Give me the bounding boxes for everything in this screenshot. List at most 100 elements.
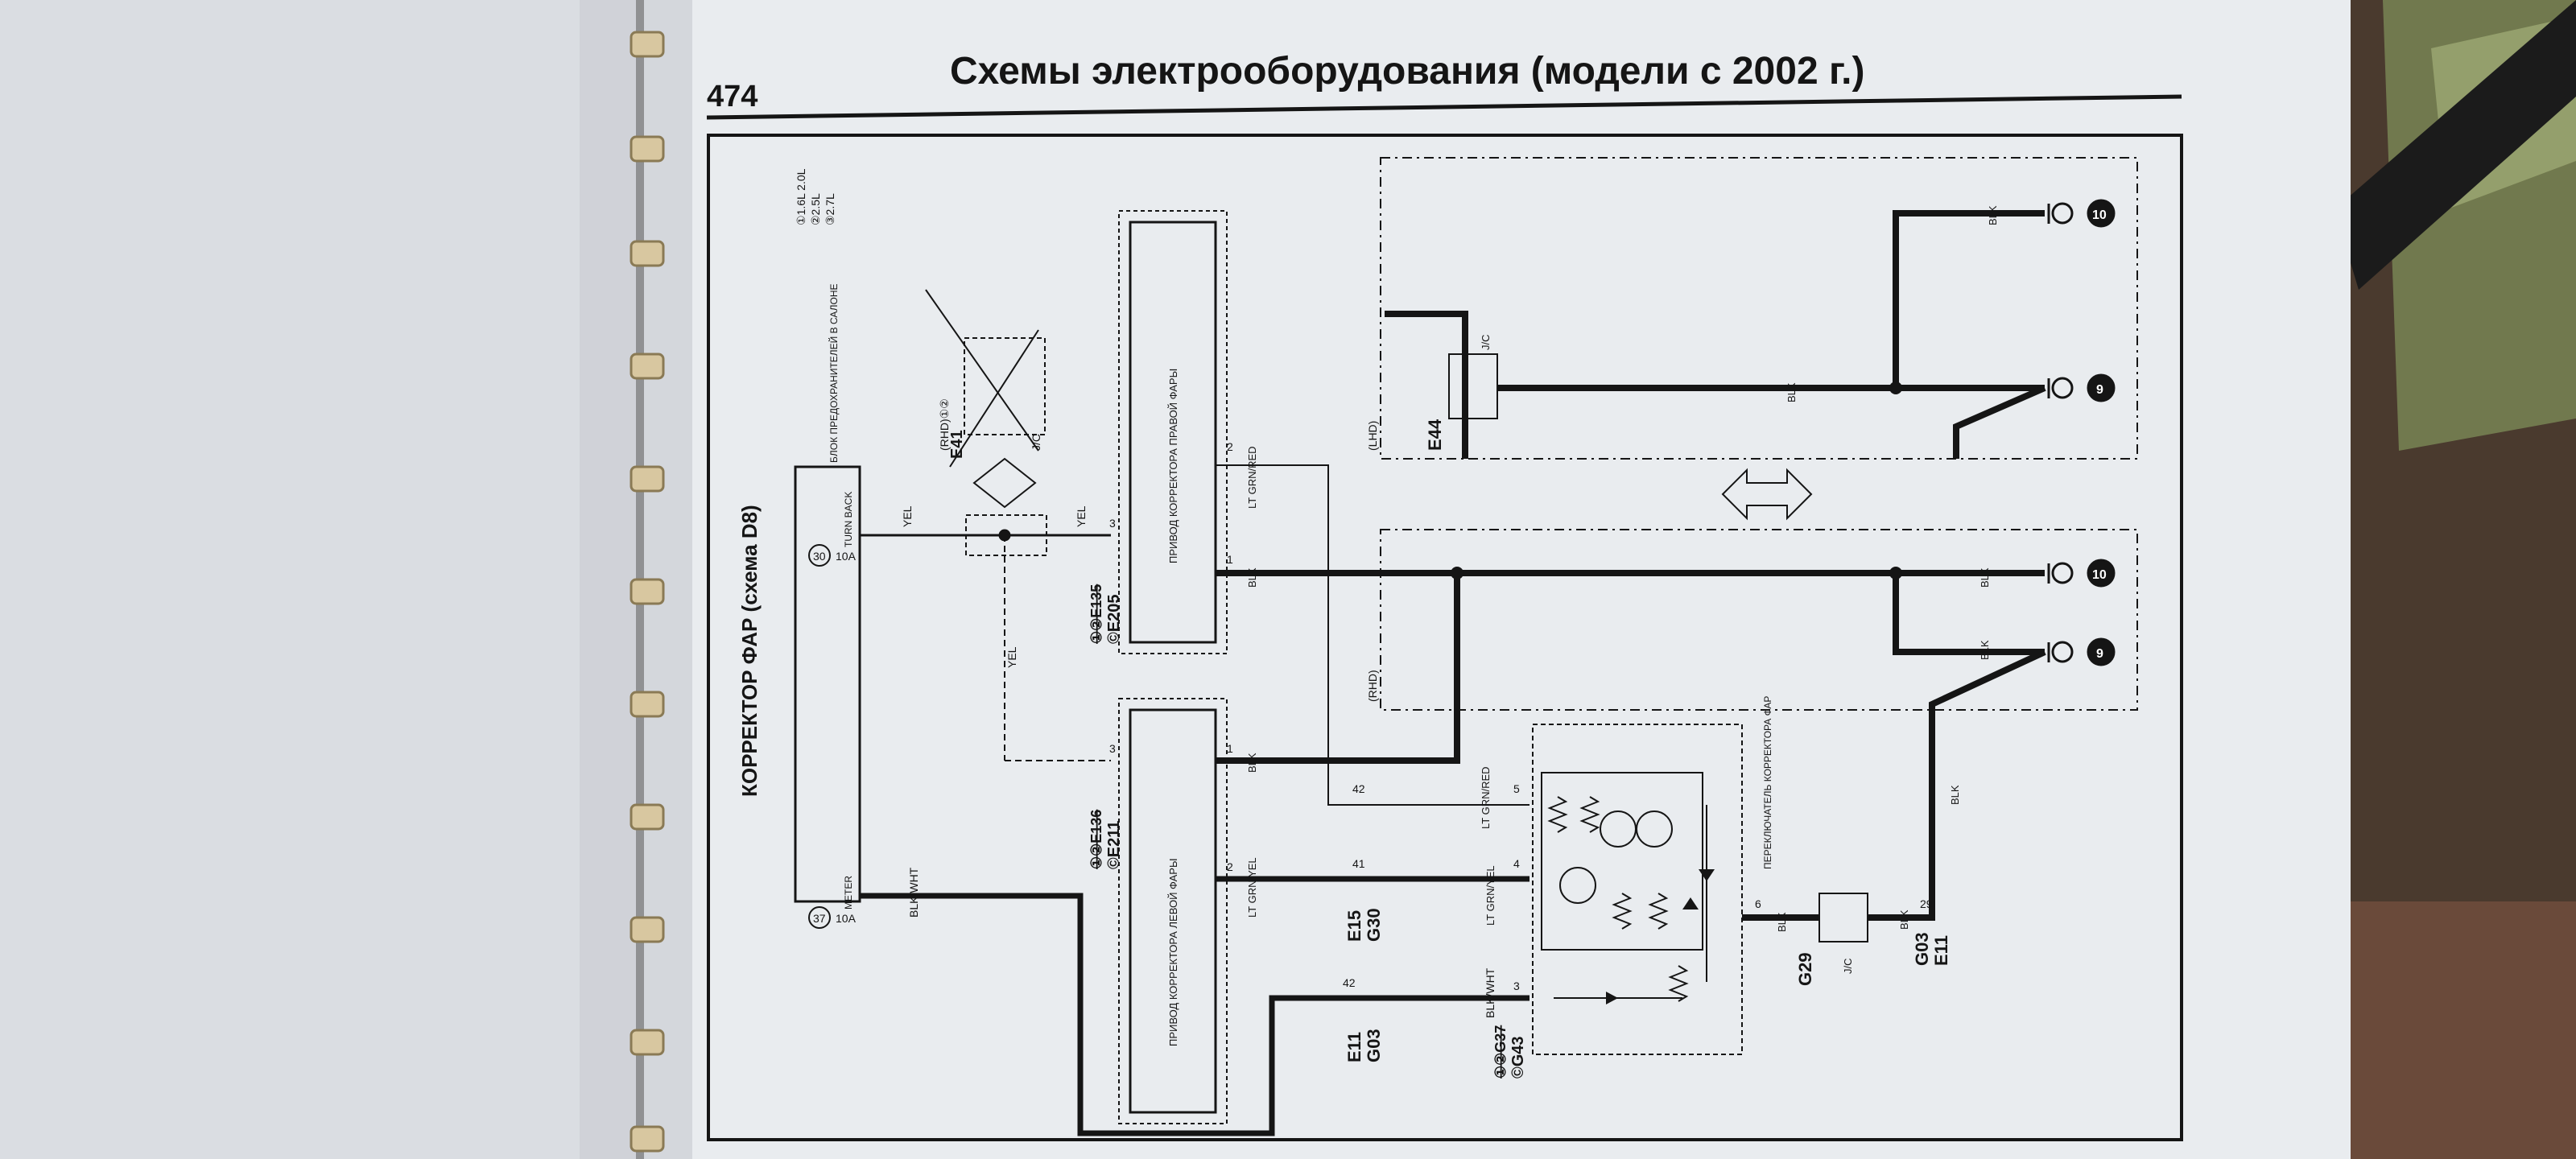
wire-label-blk-lhd-2: BLK	[1987, 205, 1999, 225]
wire-label-blk-jc: BLK	[1898, 909, 1910, 930]
wire-label-blk-2: BLK	[1246, 753, 1258, 773]
ground-lhd-10	[2047, 199, 2116, 228]
fuse-block: БЛОК ПРЕДОХРАНИТЕЛЕЙ В САЛОНЕ 30 10A TUR…	[794, 283, 861, 929]
right-page	[644, 0, 2351, 1159]
connector-g29: G29	[1795, 952, 1815, 986]
wire-label-lt-grn-yel-1: LT GRN/YEL	[1246, 857, 1258, 918]
ground-rhd-10	[2047, 559, 2116, 588]
wire-label-yel-3: YEL	[1005, 646, 1018, 668]
ground-label-rhd-10: 10	[2092, 568, 2107, 582]
connector-e211-strike: ①②E136	[1088, 810, 1104, 869]
wire-label-lt-grn-red-1: LT GRN/RED	[1246, 446, 1258, 509]
wire-label-yel-2: YEL	[1075, 505, 1088, 527]
rhd-region	[1380, 529, 2138, 711]
diagram-side-title: КОРРЕКТОР ФАР (схема D8)	[737, 505, 762, 797]
connector-rhd-a: (RHD)①②	[938, 398, 951, 451]
rhd-ground-wires	[1893, 573, 2045, 655]
pin-switch-3: 3	[1513, 980, 1520, 992]
ground-rhd-9	[2047, 637, 2116, 666]
svg-text:БЛОК ПРЕДОХРАНИТЕЛЕЙ В САЛОНЕ: БЛОК ПРЕДОХРАНИТЕЛЕЙ В САЛОНЕ	[828, 283, 840, 463]
connector-e41: E41	[948, 430, 966, 459]
svg-text:①1.6L 2.0L: ①1.6L 2.0L	[795, 168, 807, 225]
svg-text:③2.7L: ③2.7L	[824, 193, 836, 225]
page-number: 474	[707, 80, 758, 113]
wire-label-blk-rhd-2: BLK	[1979, 640, 1991, 660]
pin-29: 29	[1920, 897, 1933, 910]
wire-label-blk-vertical: BLK	[1949, 785, 1961, 805]
blk-wire-switch	[1742, 649, 2046, 921]
connector-e11-lower: E11	[1344, 1032, 1364, 1062]
pin-switch-4: 4	[1513, 857, 1520, 870]
region-label-rhd: (RHD)	[1366, 670, 1379, 702]
pin-42-lower: 42	[1343, 976, 1356, 989]
pin-e211-1: 1	[1227, 742, 1233, 755]
yel-wire	[860, 529, 1111, 761]
ground-label-rhd-9: 9	[2096, 647, 2103, 661]
wire-label-lt-grn-yel-2: LT GRN/YEL	[1484, 865, 1496, 926]
svg-text:30: 30	[813, 550, 826, 563]
svg-text:TURN BACK: TURN BACK	[843, 492, 854, 547]
blk-wht-wire	[860, 893, 1530, 1136]
svg-text:10A: 10A	[836, 550, 857, 563]
spiral-binding	[630, 31, 665, 1153]
connector-e205: ©E205	[1105, 595, 1123, 644]
engine-legend: ①1.6L 2.0L ②2.5L ③2.7L	[795, 168, 836, 225]
right-actuator-label: ПРИВОД КОРРЕКТОРА ПРАВОЙ ФАРЫ	[1167, 369, 1179, 563]
connector-e15: E15	[1344, 910, 1364, 942]
jc-e44	[1448, 353, 1498, 419]
connector-g30: G30	[1364, 908, 1384, 942]
wire-label-blk-rhd-1: BLK	[1979, 567, 1991, 588]
wire-label-yel-1: YEL	[901, 505, 914, 527]
ground-label-lhd-10: 10	[2092, 208, 2107, 222]
connector-jc-e44: J/C	[1480, 335, 1492, 351]
wire-label-blk-wht-1: BLK/WHT	[907, 867, 920, 918]
connector-e44: E44	[1425, 419, 1445, 451]
pin-e205-1: 1	[1227, 553, 1233, 566]
page-title: Схемы электрооборудования (модели с 2002…	[950, 50, 1864, 93]
connector-g43: ©G43	[1509, 1036, 1527, 1079]
switch-label: ПЕРЕКЛЮЧАТЕЛЬ КОРРЕКТОРА ФАР	[1762, 696, 1773, 869]
connector-e211: ©E211	[1105, 821, 1123, 869]
pin-41: 41	[1352, 857, 1365, 870]
pin-e205-2: 2	[1227, 440, 1233, 453]
svg-text:②2.5L: ②2.5L	[809, 193, 822, 225]
lhd-region	[1380, 157, 2138, 460]
pin-e211-3: 3	[1109, 742, 1116, 755]
blk-wires-actuators	[1216, 570, 2045, 764]
swap-arrow	[1721, 468, 1813, 521]
wire-label-lt-grn-red-2: LT GRN/RED	[1480, 766, 1492, 829]
lhd-wires	[1385, 210, 2046, 459]
left-actuator-label: ПРИВОД КОРРЕКТОРА ЛЕВОЙ ФАРЫ	[1167, 859, 1179, 1046]
connector-g43-strike: ①②G37	[1492, 1025, 1509, 1079]
jc-g29	[1818, 893, 1868, 942]
wire-label-blk-switch: BLK	[1776, 912, 1788, 932]
svg-text:37: 37	[813, 912, 826, 925]
connector-e11-upper: E11	[1931, 935, 1951, 966]
left-actuator	[1129, 708, 1217, 1114]
connector-g03-upper: G03	[1912, 932, 1932, 966]
ground-label-lhd-9: 9	[2096, 383, 2103, 397]
connector-jc-g29: J/C	[1842, 959, 1854, 975]
svg-text:10A: 10A	[836, 912, 857, 925]
right-actuator	[1129, 221, 1217, 644]
lt-grn-red-wire	[1216, 464, 1530, 806]
svg-text:METER: METER	[843, 876, 854, 909]
connector-g03-lower: G03	[1364, 1029, 1384, 1062]
region-label-lhd: (LHD)	[1366, 421, 1379, 451]
wire-label-blk-wht-2: BLK/WHT	[1484, 967, 1496, 1018]
pin-42-upper: 42	[1352, 782, 1365, 795]
left-page	[0, 0, 636, 1159]
wire-label-blk-1: BLK	[1246, 567, 1258, 588]
wire-label-blk-lhd-1: BLK	[1785, 382, 1798, 402]
pin-switch-5: 5	[1513, 782, 1520, 795]
pin-e205-3: 3	[1109, 517, 1116, 530]
diagram-frame	[707, 134, 2183, 1141]
pin-e211-2: 2	[1227, 860, 1233, 873]
connector-e205-strike: ①②E135	[1088, 584, 1104, 644]
leveling-switch	[1532, 724, 1743, 1055]
e41-connector	[925, 289, 1047, 556]
connector-jc-top: J/C	[1030, 434, 1042, 451]
pin-switch-6: 6	[1755, 897, 1761, 910]
ground-lhd-9	[2047, 373, 2116, 402]
